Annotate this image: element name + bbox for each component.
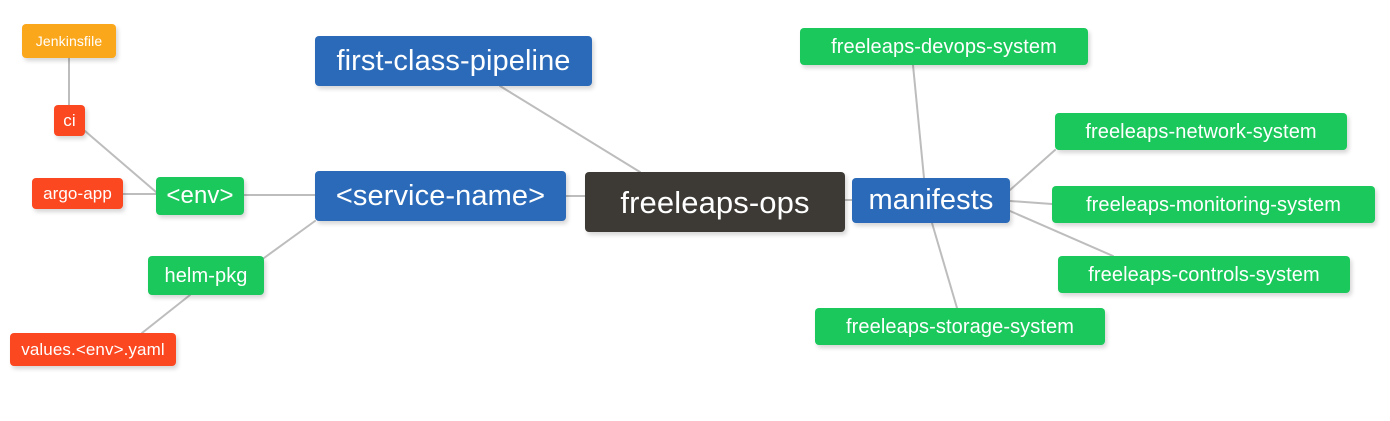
node-manifests[interactable]: manifests [852, 178, 1010, 223]
edge-first-class-to-freeleaps-ops [499, 85, 641, 173]
node-label-freeleaps-ops: freeleaps-ops [620, 184, 810, 220]
node-label-devops: freeleaps-devops-system [831, 35, 1057, 58]
node-label-manifests: manifests [868, 184, 994, 216]
node-label-network: freeleaps-network-system [1085, 120, 1317, 143]
edge-manifests-to-storage [931, 222, 958, 309]
edge-manifests-to-network [1009, 149, 1056, 191]
node-label-first-class: first-class-pipeline [336, 44, 571, 77]
node-first-class[interactable]: first-class-pipeline [315, 36, 592, 86]
node-network[interactable]: freeleaps-network-system [1055, 113, 1347, 150]
node-label-values-yaml: values.<env>.yaml [21, 340, 165, 359]
node-service-name[interactable]: <service-name> [315, 171, 566, 221]
node-devops[interactable]: freeleaps-devops-system [800, 28, 1088, 65]
node-label-ci: ci [63, 111, 76, 130]
node-storage[interactable]: freeleaps-storage-system [815, 308, 1105, 345]
edge-manifests-to-devops [912, 64, 925, 179]
node-values-yaml[interactable]: values.<env>.yaml [10, 333, 176, 366]
node-label-service-name: <service-name> [335, 179, 546, 212]
node-env[interactable]: <env> [156, 177, 244, 215]
node-monitoring[interactable]: freeleaps-monitoring-system [1052, 186, 1375, 223]
edge-service-name-to-helm-pkg [263, 220, 316, 259]
node-ci[interactable]: ci [54, 105, 85, 136]
node-label-argo-app: argo-app [43, 184, 112, 203]
node-helm-pkg[interactable]: helm-pkg [148, 256, 264, 295]
node-label-jenkinsfile: Jenkinsfile [35, 33, 103, 49]
node-label-helm-pkg: helm-pkg [164, 264, 248, 287]
node-controls[interactable]: freeleaps-controls-system [1058, 256, 1350, 293]
node-label-env: <env> [166, 182, 234, 209]
node-freeleaps-ops[interactable]: freeleaps-ops [585, 172, 845, 232]
node-jenkinsfile[interactable]: Jenkinsfile [22, 24, 116, 58]
edge-manifests-to-monitoring [1009, 200, 1053, 205]
node-label-monitoring: freeleaps-monitoring-system [1085, 193, 1341, 216]
node-argo-app[interactable]: argo-app [32, 178, 123, 209]
node-label-storage: freeleaps-storage-system [845, 315, 1075, 338]
node-label-controls: freeleaps-controls-system [1088, 263, 1320, 286]
edge-helm-pkg-to-values-yaml [141, 294, 191, 334]
